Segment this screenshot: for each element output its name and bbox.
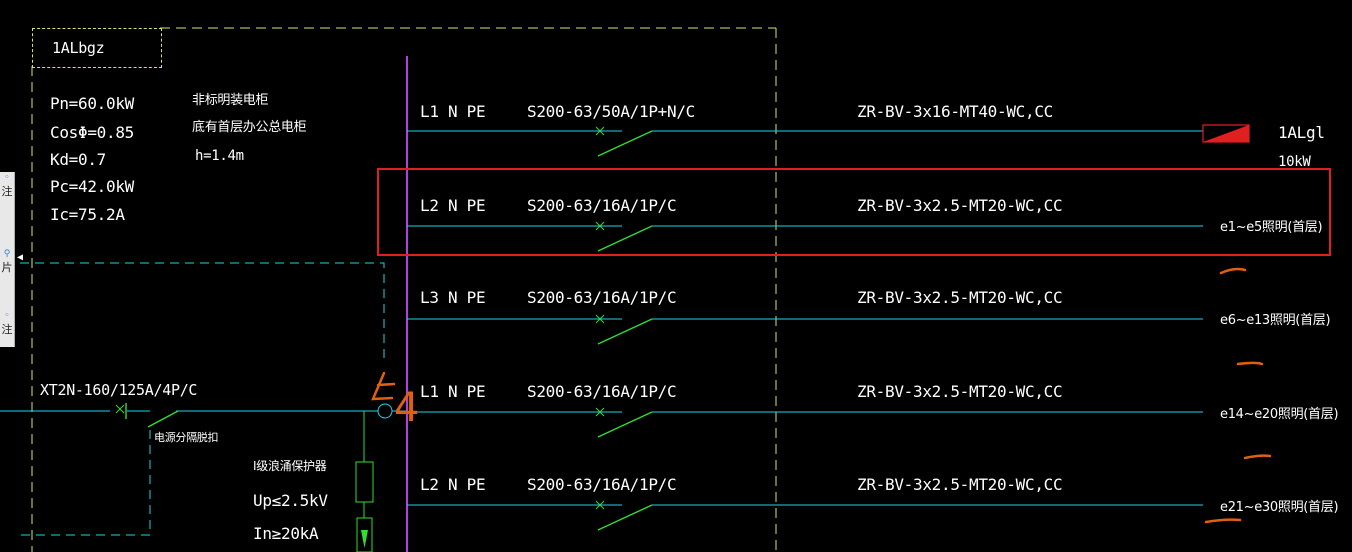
param-ic: Ic=75.2A: [50, 205, 125, 224]
circuit-phase: L1 N PE: [420, 102, 486, 121]
hand-markup: [371, 267, 1272, 524]
breaker-cross: [595, 126, 605, 136]
incoming-feeder: [0, 403, 407, 428]
circuit-cable: ZR-BV-3x2.5-MT20-WC,CC: [857, 196, 1063, 215]
breaker-blade: [597, 411, 653, 438]
circuit-cable: ZR-BV-3x2.5-MT20-WC,CC: [857, 288, 1063, 307]
main-breaker-label: XT2N-160/125A/4P/C: [40, 381, 198, 399]
breaker-blade: [597, 225, 653, 252]
spd-title: I级浪涌保护器: [253, 459, 327, 473]
pin-icon: ◦: [4, 311, 10, 321]
panel-note-1: 非标明装电柜: [192, 93, 269, 108]
breaker-cross: [595, 407, 605, 417]
circuit-cable: ZR-BV-3x2.5-MT20-WC,CC: [857, 382, 1063, 401]
circuit-destination: e14~e20照明(首层): [1220, 407, 1339, 422]
circuit-destination: e6~e13照明(首层): [1220, 313, 1331, 328]
side-item-label: 片: [1, 261, 13, 274]
circuit-lines: [407, 126, 1203, 531]
circuit-destination: 1ALgl: [1278, 123, 1325, 142]
main-breaker-note: 电源分隔脱扣: [154, 431, 219, 444]
breaker-cross: [595, 314, 605, 324]
circuit-destination: e1~e5照明(首层): [1220, 220, 1323, 235]
pin-icon: ◦: [4, 173, 10, 183]
circuit-cable: ZR-BV-3x16-MT40-WC,CC: [857, 102, 1053, 121]
circuit-phase: L2 N PE: [420, 196, 486, 215]
collapse-arrow-icon[interactable]: ◀: [17, 252, 24, 263]
annotation-mark: 4: [394, 385, 419, 431]
circuit-breaker: S200-63/16A/1P/C: [527, 196, 677, 215]
param-cos: CosΦ=0.85: [50, 123, 134, 142]
breaker-cross: [595, 221, 605, 231]
breaker-blade: [597, 130, 653, 157]
breaker-cross: [595, 500, 605, 510]
spd-in: In≥20kA: [253, 524, 319, 543]
param-pc: Pc=42.0kW: [50, 177, 134, 196]
panel-title-box: [32, 28, 162, 68]
sub-panel-symbol: [1202, 124, 1250, 143]
circuit-breaker: S200-63/16A/1P/C: [527, 288, 677, 307]
side-item-note[interactable]: ◦ 注: [0, 312, 14, 337]
side-item-annotate[interactable]: ◦ 注: [0, 174, 14, 199]
breaker-blade: [597, 504, 653, 531]
circuit-destination-sub: 10kW: [1278, 154, 1311, 170]
cabinet-boundary: [31, 27, 777, 552]
circuit-breaker: S200-63/50A/1P+N/C: [527, 102, 695, 121]
spd-branch: [355, 411, 374, 552]
circuit-breaker: S200-63/16A/1P/C: [527, 475, 677, 494]
breaker-blade: [597, 318, 653, 345]
circuit-cable: ZR-BV-3x2.5-MT20-WC,CC: [857, 475, 1063, 494]
circuit-phase: L2 N PE: [420, 475, 486, 494]
circuit-breaker: S200-63/16A/1P/C: [527, 382, 677, 401]
side-item-label: 注: [1, 185, 13, 198]
panel-name: 1ALbgz: [52, 39, 105, 57]
side-item-image[interactable]: ⚲ 片: [0, 250, 14, 275]
spd-up: Up≤2.5kV: [253, 491, 328, 510]
search-icon: ⚲: [3, 249, 11, 259]
cabinet-inner-boundary: [20, 262, 385, 536]
panel-note-2: 底有首层办公总电柜: [192, 120, 307, 135]
circuit-phase: L1 N PE: [420, 382, 486, 401]
circuit-phase: L3 N PE: [420, 288, 486, 307]
highlight-box: [377, 168, 1331, 256]
panel-note-3: h=1.4m: [195, 148, 244, 164]
side-tool-panel: ◦ 注 ⚲ 片 ◦ 注: [0, 172, 15, 347]
param-pn: Pn=60.0kW: [50, 94, 134, 113]
param-kd: Kd=0.7: [50, 150, 106, 169]
circuit-destination: e21~e30照明(首层): [1220, 500, 1339, 515]
side-item-label: 注: [1, 323, 13, 336]
